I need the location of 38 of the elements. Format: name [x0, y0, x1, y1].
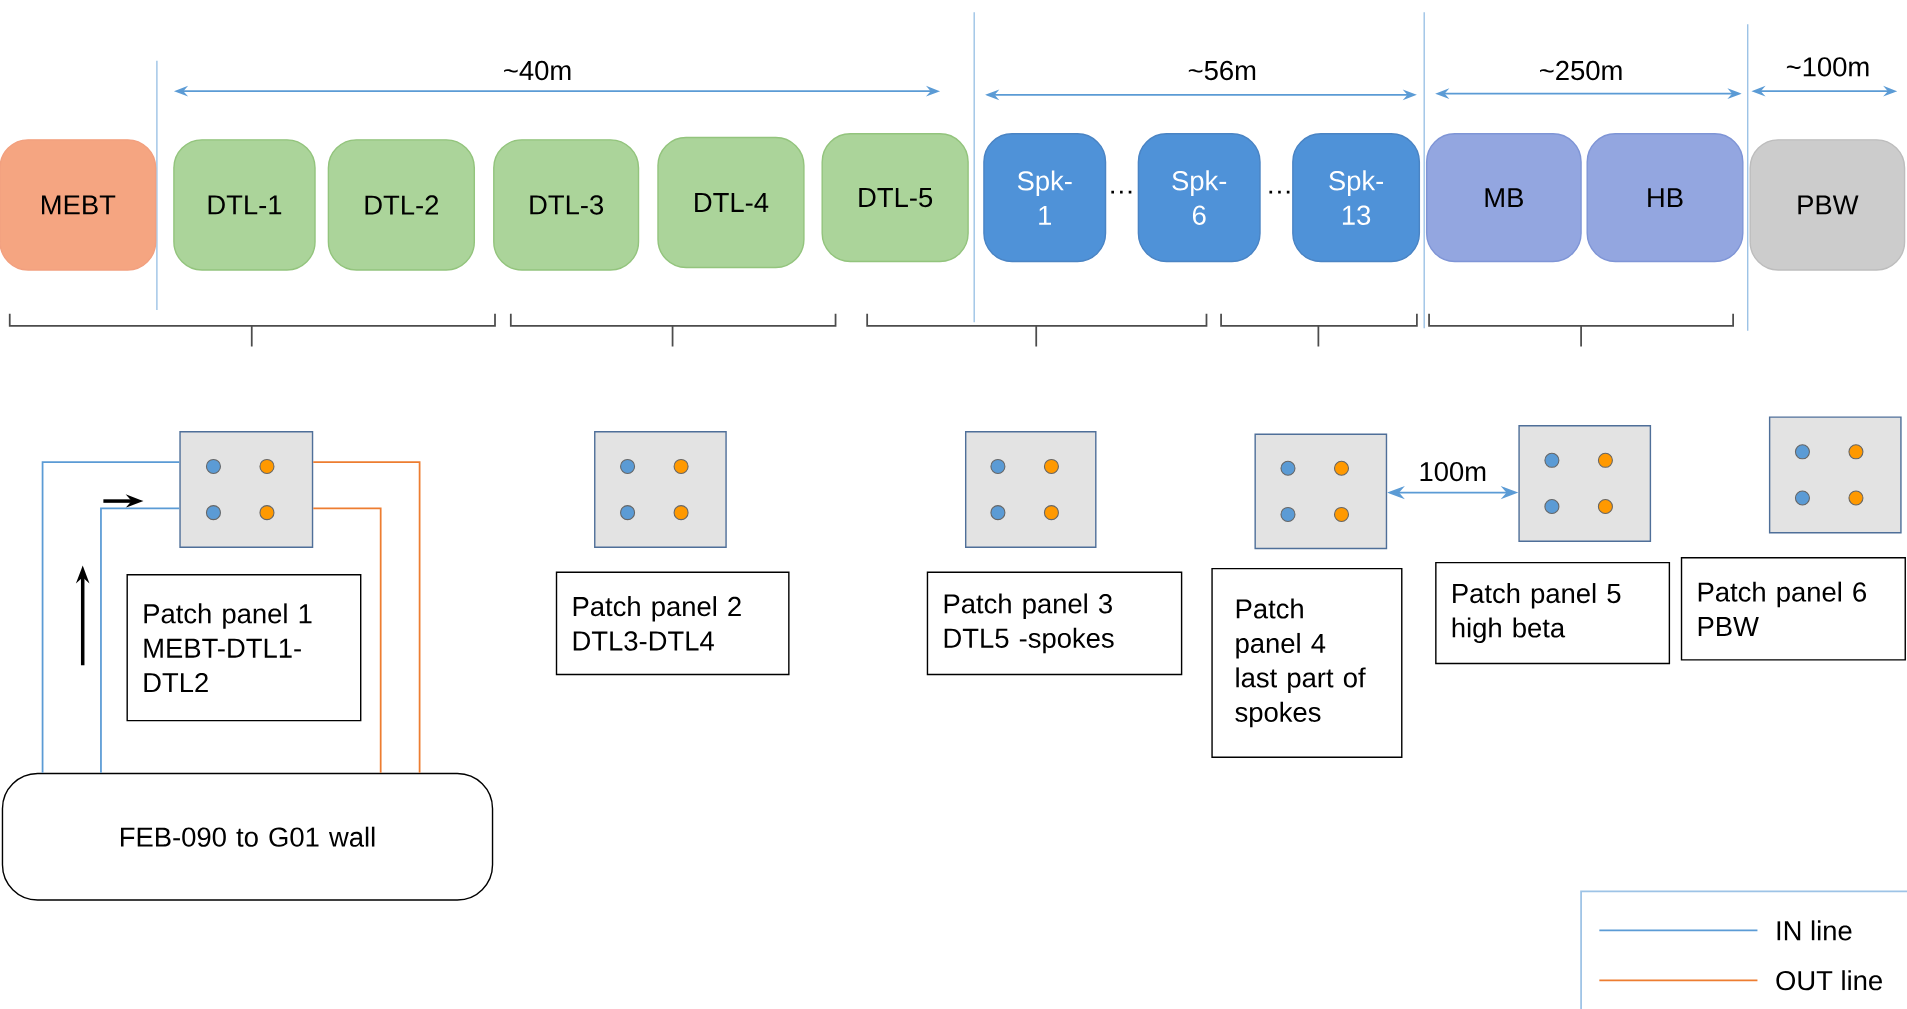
text-box: Patch panel 1 MEBT-DTL1-DTL2	[126, 573, 362, 722]
section-box: PBW	[1749, 138, 1906, 271]
dimension-label: ~250m	[1540, 60, 1622, 80]
section-box: DTL-5	[821, 132, 969, 262]
ellipsis: …	[1269, 190, 1290, 194]
section-box: DTL-3	[493, 138, 640, 271]
rounded-box: FEB-090 to G01 wall	[1, 772, 494, 901]
section-box: DTL-1	[173, 138, 316, 271]
edge-label: 100m	[1414, 458, 1491, 485]
patch-panel-square	[965, 430, 1097, 548]
section-box: MEBT	[0, 138, 157, 271]
section-box: HB	[1586, 132, 1744, 262]
text-box: Patch panel 5 high beta	[1435, 561, 1671, 664]
patch-panel-square	[1254, 433, 1388, 549]
patch-panel-square	[594, 430, 727, 548]
section-box: DTL-2	[327, 138, 476, 271]
legend-label: OUT line	[1776, 970, 1882, 991]
connector	[312, 461, 421, 774]
section-box: Spk- 6	[1137, 132, 1261, 262]
dimension-label: ~100m	[1786, 56, 1869, 77]
section-box: DTL-4	[657, 136, 805, 269]
text-box: Patch panel 3 DTL5 -spokes	[926, 571, 1183, 675]
dimension-label: ~56m	[1188, 60, 1256, 80]
connector	[41, 461, 181, 774]
section-box: MB	[1425, 132, 1582, 262]
connector	[100, 507, 181, 774]
legend-label: IN line	[1777, 920, 1852, 941]
section-box: Spk- 13	[1292, 132, 1421, 262]
connector	[312, 507, 382, 774]
dimension-label: ~40m	[504, 60, 571, 80]
text-box: Patch panel 6 PBW	[1680, 556, 1906, 661]
patch-panel-square	[179, 430, 314, 548]
patch-panel-square	[1768, 416, 1902, 534]
text-box: Patch panel 2 DTL3-DTL4	[555, 571, 790, 675]
section-box: Spk- 1	[983, 132, 1107, 262]
text-box: Patch panel 4 last part of spokes	[1211, 567, 1403, 758]
patch-panel-square	[1518, 424, 1652, 542]
ellipsis: …	[1111, 190, 1132, 194]
